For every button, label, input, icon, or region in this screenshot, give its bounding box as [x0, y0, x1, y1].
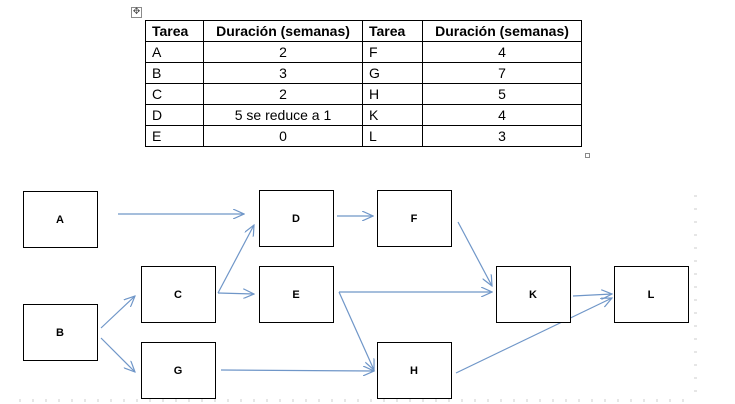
table-move-handle-icon[interactable]: ✥	[131, 7, 142, 18]
node-box	[377, 342, 452, 399]
edge-h-to-l	[455, 298, 612, 374]
header-duration-1: Duración (semanas)	[203, 20, 363, 42]
node-label: A	[56, 214, 64, 226]
node-box	[259, 266, 334, 323]
node-box	[23, 191, 98, 248]
task-cell: L	[362, 125, 423, 147]
table-row: D 5 se reduce a 1 K 4	[145, 104, 582, 126]
diagram-nodes: A B C G D E F H K L	[23, 190, 689, 399]
node-label: C	[174, 289, 182, 301]
node-g[interactable]: G	[141, 342, 216, 399]
node-d[interactable]: D	[259, 190, 334, 247]
node-l[interactable]: L	[614, 266, 689, 323]
edge-b-to-g	[100, 337, 135, 372]
edge-c-to-d	[217, 225, 254, 294]
node-box	[141, 342, 216, 399]
edge-e-to-h	[338, 291, 374, 370]
node-label: E	[292, 289, 299, 301]
node-box	[496, 266, 571, 323]
task-cell: E	[145, 125, 204, 147]
node-h[interactable]: H	[377, 342, 452, 399]
node-box	[141, 266, 216, 323]
node-label: F	[411, 213, 418, 225]
node-a[interactable]: A	[23, 191, 98, 248]
node-label: D	[292, 213, 300, 225]
node-box	[614, 266, 689, 323]
edge-b-to-c	[100, 296, 135, 329]
node-f[interactable]: F	[377, 190, 452, 247]
node-box	[23, 304, 98, 361]
node-label: H	[410, 365, 418, 377]
edge-c-to-e	[217, 293, 254, 294]
node-label: G	[174, 365, 183, 377]
edge-g-to-h	[220, 370, 374, 371]
node-label: B	[56, 327, 64, 339]
header-task-2: Tarea	[362, 20, 423, 42]
node-c[interactable]: C	[141, 266, 216, 323]
table-row: E 0 L 3	[145, 125, 582, 147]
node-k[interactable]: K	[496, 266, 571, 323]
diagram-edges	[100, 214, 612, 374]
duration-cell: 3	[422, 125, 582, 147]
node-box	[377, 190, 452, 247]
table-resize-handle[interactable]	[585, 153, 590, 158]
node-box	[259, 190, 334, 247]
node-e[interactable]: E	[259, 266, 334, 323]
node-b[interactable]: B	[23, 304, 98, 361]
node-label: L	[648, 289, 655, 301]
header-task-1: Tarea	[145, 20, 204, 42]
edge-k-to-l	[572, 294, 612, 296]
header-duration-2: Duración (semanas)	[422, 20, 582, 42]
node-label: K	[529, 289, 537, 301]
task-duration-table: Tarea Duración (semanas) Tarea Duración …	[145, 20, 582, 147]
edge-f-to-k	[457, 221, 492, 286]
table-header-row: Tarea Duración (semanas) Tarea Duración …	[145, 20, 582, 42]
table-row: A 2 F 4	[145, 41, 582, 63]
table-row: C 2 H 5	[145, 83, 582, 105]
canvas-ruler-ticks	[19, 195, 697, 402]
